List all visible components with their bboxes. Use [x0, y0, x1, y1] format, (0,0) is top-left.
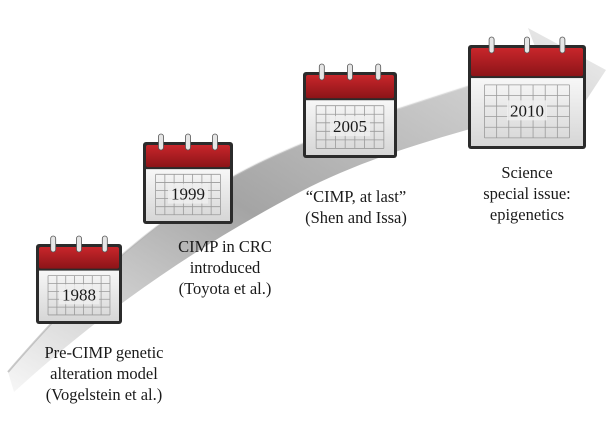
timeline-arrow	[8, 28, 606, 392]
milestone-caption: Science special issue: epigenetics	[483, 162, 571, 225]
calendar-year-label: 1999	[171, 185, 205, 204]
caption-line: (Toyota et al.)	[178, 279, 272, 298]
calendar-year-label: 1988	[62, 285, 96, 304]
caption-line: Science	[501, 163, 553, 182]
caption-line: (Vogelstein et al.)	[45, 385, 163, 404]
calendar-icon: 2010	[468, 36, 586, 149]
calendar-year-label: 2010	[510, 101, 544, 120]
caption-line: alteration model	[50, 364, 158, 383]
milestone-caption: Pre-CIMP genetic alteration model (Vogelst…	[45, 342, 164, 405]
caption-line: special issue:	[483, 184, 571, 203]
milestone-caption: “CIMP, at last” (Shen and Issa)	[305, 186, 407, 228]
caption-line: Pre-CIMP genetic	[44, 343, 164, 362]
caption-line: introduced	[189, 258, 261, 277]
calendar-icon: 2005	[303, 63, 397, 158]
calendar-year-label: 2005	[333, 117, 367, 136]
calendar-icon: 1988	[36, 235, 122, 324]
milestone-caption: CIMP in CRC introduced (Toyota et al.)	[178, 236, 272, 299]
calendar-icon: 1999	[143, 133, 233, 224]
caption-line: (Shen and Issa)	[305, 208, 407, 227]
caption-line: CIMP in CRC	[178, 237, 272, 256]
caption-line: epigenetics	[489, 205, 565, 224]
caption-line: “CIMP, at last”	[305, 187, 407, 206]
